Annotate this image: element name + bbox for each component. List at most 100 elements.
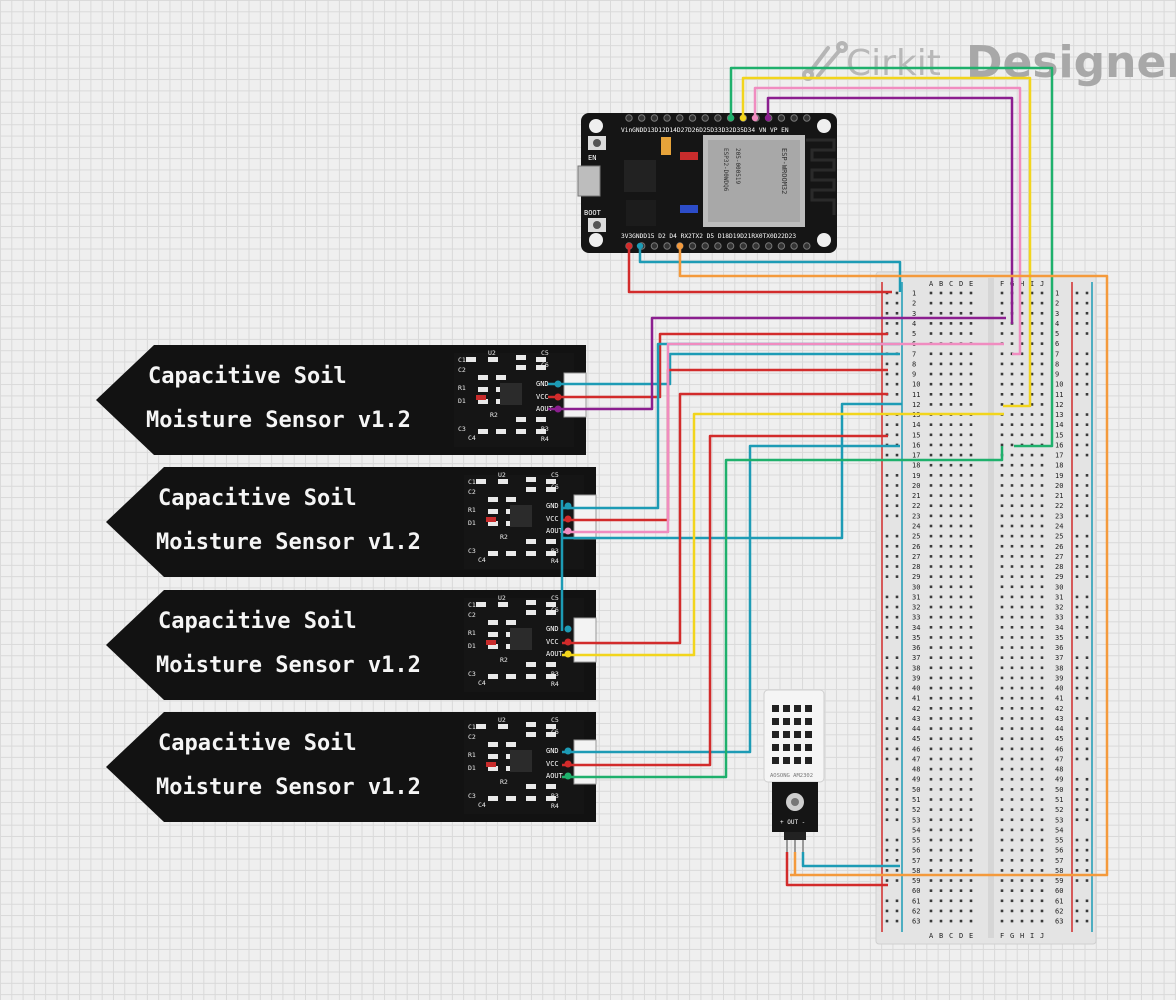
row-number: 48 (912, 766, 920, 774)
row-number: 12 (912, 401, 920, 409)
row-number: 15 (912, 431, 920, 439)
row-number: 58 (912, 867, 920, 875)
esp32-pin-connected[interactable] (625, 242, 633, 250)
wire-orange-d4[interactable] (678, 247, 1109, 877)
smd-component (478, 429, 488, 434)
row-number: 39 (1055, 674, 1063, 682)
breadboard-holes (885, 291, 1089, 923)
row-number: 3 (1055, 310, 1059, 318)
part-label: D1 (468, 519, 476, 527)
esp32-pin[interactable] (650, 242, 659, 250)
esp32-pin[interactable] (803, 242, 811, 250)
esp32-pin[interactable] (701, 242, 709, 250)
wire-red-s3-vcc[interactable] (562, 392, 888, 645)
wire-pink-s2-aout[interactable] (562, 342, 1004, 534)
sensor-pin-label-aout: AOUT (536, 405, 554, 413)
dht22-sensor[interactable]: AOSONG AM2302 + OUT - (763, 689, 825, 856)
row-number: 22 (912, 502, 920, 510)
row-number: 32 (1055, 604, 1063, 612)
wire-red-s1-vcc[interactable] (548, 332, 888, 399)
esp32-pin[interactable] (663, 114, 671, 122)
esp32-pin[interactable] (688, 114, 697, 122)
wire-yellow-s3-aout[interactable] (562, 412, 1004, 657)
sensor-pin-label-aout: AOUT (546, 527, 564, 535)
wire-purple-s1-aout[interactable] (548, 316, 1006, 411)
esp32-pin[interactable] (790, 242, 798, 250)
row-number: 6 (1055, 340, 1059, 348)
smd-component (526, 796, 536, 801)
wire-teal-s2-gnd2[interactable] (562, 402, 902, 540)
esp32-pin[interactable] (790, 114, 798, 122)
row-number: 33 (912, 614, 920, 622)
row-number: 3 (912, 310, 916, 318)
row-number: 23 (912, 512, 920, 520)
wire-teal-s2-gnd[interactable] (562, 342, 900, 510)
esp32-pin[interactable] (765, 242, 773, 250)
row-number: 20 (912, 482, 920, 490)
esp32-pin[interactable] (752, 242, 760, 250)
sensor-diode (476, 395, 486, 400)
esp32-pin-connected[interactable] (676, 242, 684, 250)
sensor-pin-gnd[interactable] (564, 625, 572, 633)
breadboard-col-labels-bottom: A B C D E F G H I J (929, 932, 1044, 940)
smd-component (506, 620, 516, 625)
esp32-board[interactable]: EN BOOT ESP-WROOM32 205-000519 ESP32-D0W… (577, 113, 837, 253)
logo-product: Designer (966, 37, 1176, 88)
esp32-pin[interactable] (688, 242, 697, 250)
smd-component (526, 732, 536, 737)
wire-red-3v3[interactable] (627, 247, 892, 294)
esp32-pin[interactable] (638, 114, 646, 122)
smd-component (488, 742, 498, 747)
col-label-c: C (949, 280, 953, 288)
row-number: 34 (1055, 624, 1063, 632)
wire-pink-d32[interactable] (753, 86, 1022, 356)
wire-red-s4-vcc[interactable] (562, 434, 888, 767)
row-number: 7 (912, 350, 916, 358)
part-label: R2 (500, 656, 508, 664)
esp32-pin[interactable] (777, 114, 786, 122)
esp32-pin[interactable] (739, 242, 747, 250)
wire-teal-s1-gnd[interactable] (548, 352, 900, 386)
wire-green-d25[interactable] (729, 66, 1054, 448)
esp32-pin[interactable] (625, 114, 633, 122)
row-number: 63 (912, 918, 920, 926)
col-label-b-bottom: B (939, 932, 943, 940)
row-number: 18 (912, 462, 920, 470)
part-label: R1 (468, 751, 476, 759)
sensor-pin-label-aout: AOUT (546, 772, 564, 780)
row-number: 55 (912, 837, 920, 845)
row-number: 39 (912, 674, 920, 682)
wire-red-dht-vcc[interactable] (785, 852, 888, 887)
esp32-pin[interactable] (714, 114, 722, 122)
part-label: R3 (551, 792, 559, 800)
esp32-pin[interactable] (650, 114, 659, 122)
esp32-pin[interactable] (714, 242, 722, 250)
wire-teal-s4-gnd[interactable] (562, 444, 900, 754)
sensor-ic (500, 383, 522, 405)
wire-yellow-d33[interactable] (741, 76, 1032, 408)
esp32-pin[interactable] (676, 114, 684, 122)
module-code: 205-000519 (734, 148, 741, 185)
dht-vent-grid (772, 705, 812, 764)
col-label-c-bottom: C (949, 932, 953, 940)
esp32-pin[interactable] (701, 114, 709, 122)
part-label: U2 (488, 349, 496, 357)
row-number: 28 (1055, 563, 1063, 571)
row-number: 55 (1055, 837, 1063, 845)
col-label-i: I (1030, 280, 1034, 288)
wire-teal-dht-gnd[interactable] (801, 852, 900, 868)
esp32-pin[interactable] (777, 242, 786, 250)
esp32-pin-connected[interactable] (636, 242, 644, 250)
esp32-pin[interactable] (803, 114, 811, 122)
row-number: 30 (912, 583, 920, 591)
wire-green-s4-aout[interactable] (562, 446, 1004, 779)
smd-component (546, 662, 556, 667)
wire-purple-d35[interactable] (766, 96, 1014, 324)
esp32-pin[interactable] (663, 242, 671, 250)
esp32-pin[interactable] (726, 242, 735, 250)
row-number: 30 (1055, 583, 1063, 591)
